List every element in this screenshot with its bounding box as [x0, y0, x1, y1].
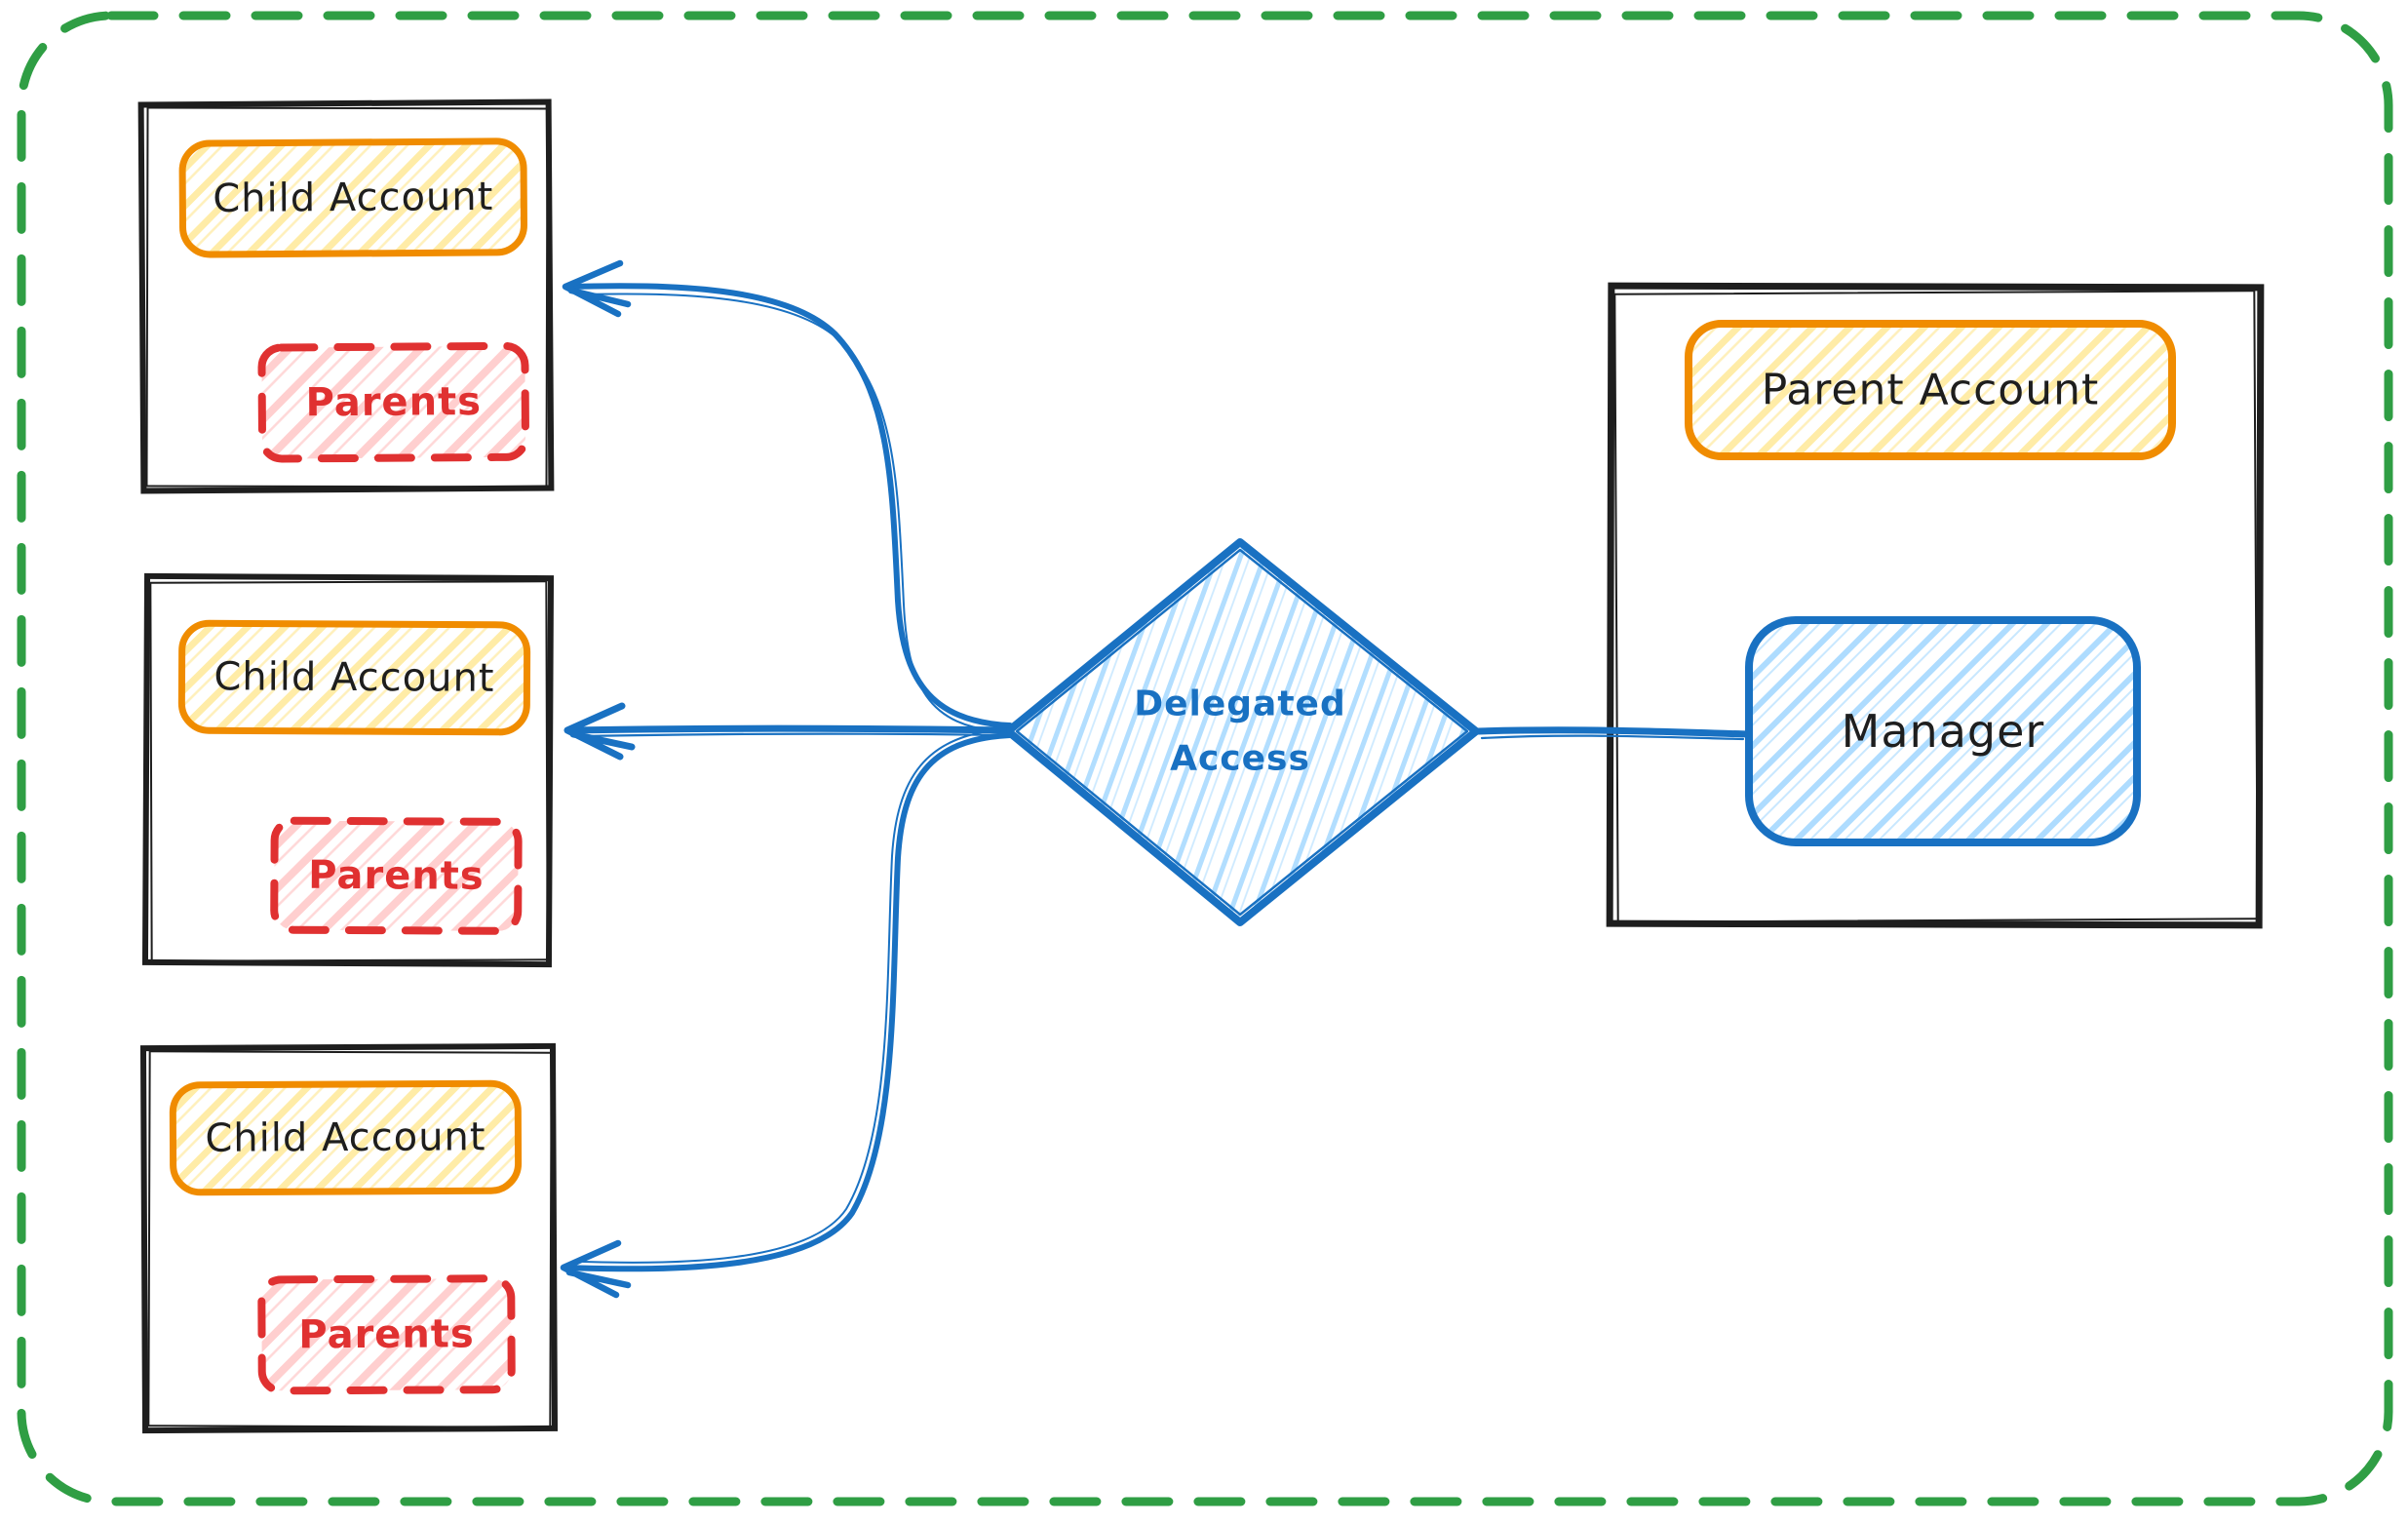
- child-account-label-box-3[interactable]: [169, 1079, 523, 1196]
- decision-label-line2: Access: [1170, 739, 1310, 779]
- child-account-group-2: Child Account Parents: [141, 572, 555, 968]
- child-account-group-3: Child Account Parents: [139, 1042, 559, 1434]
- decision-diamond-group: Delegated Access: [1004, 538, 1480, 926]
- child-account-label-box-1[interactable]: [178, 137, 527, 258]
- decision-diamond[interactable]: [1004, 538, 1480, 926]
- child-account-label-2: Child Account: [214, 654, 494, 701]
- manager-node-label: Manager: [1842, 705, 2045, 758]
- arrow-to-child-2[interactable]: [563, 702, 1012, 761]
- parents-badge-label-2: Parents: [308, 853, 485, 899]
- manager-node-box[interactable]: [1745, 616, 2141, 846]
- decision-label-line1: Delegated: [1134, 684, 1346, 724]
- parents-badge-box-2[interactable]: [270, 816, 523, 935]
- child-account-label-3: Child Account: [205, 1114, 485, 1161]
- parent-account-group: Parent Account Manager: [1606, 282, 2265, 929]
- arrow-to-child-3[interactable]: [560, 728, 1013, 1299]
- parents-badge-label-3: Parents: [298, 1311, 475, 1357]
- parents-badge-box-3[interactable]: [257, 1274, 516, 1395]
- child-account-label-box-2[interactable]: [177, 619, 531, 736]
- arrow-to-child-1[interactable]: [562, 259, 1013, 732]
- parent-account-label: Parent Account: [1762, 366, 2100, 415]
- arrowhead: [562, 259, 632, 318]
- parents-badge-label-1: Parents: [305, 379, 482, 425]
- outer-boundary[interactable]: [17, 11, 2393, 1506]
- child-account-label-1: Child Account: [213, 175, 493, 221]
- child-account-group-1: Child Account Parents: [137, 98, 555, 494]
- parent-account-label-box[interactable]: [1685, 320, 2176, 460]
- parents-badge-box-1[interactable]: [257, 341, 530, 463]
- arrowhead: [560, 1239, 632, 1299]
